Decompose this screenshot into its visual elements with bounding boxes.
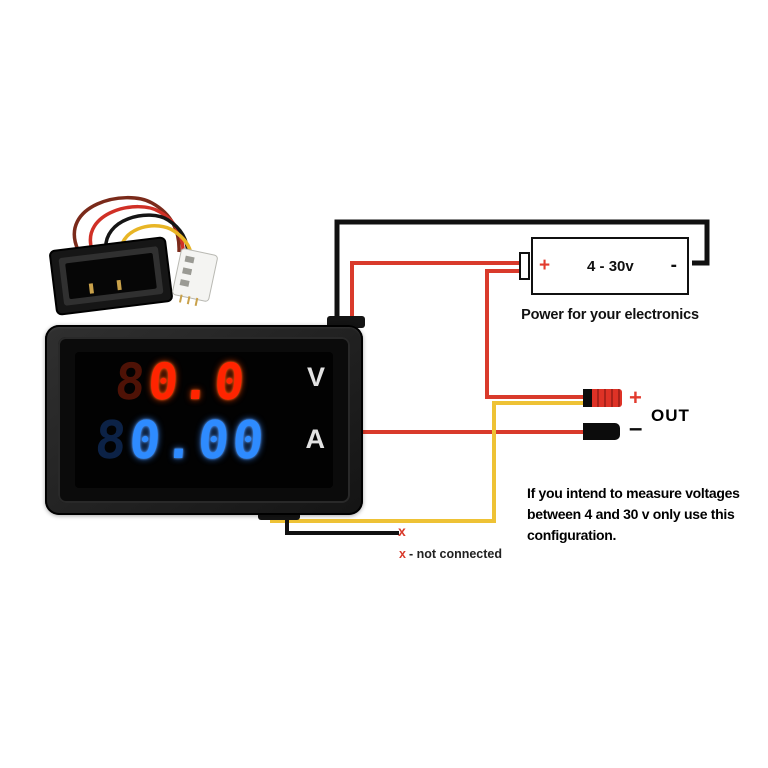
- current-readout: 80.00: [92, 411, 269, 471]
- wire-black-power-negative: [334, 219, 710, 340]
- amp-unit: A: [306, 426, 326, 457]
- out-minus-plug: [583, 423, 620, 440]
- out-minus-sign: –: [629, 415, 643, 442]
- not-connected-text: - not connected: [408, 547, 503, 561]
- note-line: configuration.: [527, 527, 617, 543]
- power-source-caption: Power for your electronics: [521, 307, 699, 323]
- power-source-box: + 4 - 30v -: [531, 237, 689, 295]
- not-connected-label: x- not connected: [399, 547, 502, 561]
- volt-unit-letter: V: [306, 362, 325, 392]
- plug-slot: [184, 255, 195, 264]
- amp-unit-letter: A: [305, 424, 326, 454]
- current-ghost-digit: 8: [92, 411, 132, 471]
- meter-display-window: 80.0 80.00 V A: [75, 352, 333, 488]
- out-label: OUT: [651, 406, 690, 425]
- battery-plus-sign: +: [539, 255, 551, 276]
- volt-unit: V: [307, 364, 325, 395]
- volt-amp-panel-meter: 80.0 80.00 V A: [45, 325, 363, 515]
- wire-red-out-plus: [485, 269, 584, 399]
- out-plus-sign: +: [629, 385, 642, 410]
- note-line: between 4 and 30 v only use this: [527, 506, 735, 522]
- plug-slot: [182, 267, 193, 276]
- battery-voltage-label: 4 - 30v: [587, 257, 634, 275]
- battery-minus-sign: -: [670, 255, 677, 276]
- not-connected-x-marker: x: [398, 523, 406, 539]
- current-value: 0.00: [127, 411, 269, 471]
- voltage-ghost-digit: 8: [113, 353, 151, 411]
- voltage-readout: 80.0: [113, 353, 250, 411]
- not-connected-x: x: [399, 547, 406, 561]
- wire-red-power-positive: [350, 261, 519, 340]
- out-plus-plug-cap: [583, 389, 592, 407]
- out-plus-plug-body: [592, 389, 622, 407]
- note-line: If you intend to measure voltages: [527, 485, 740, 501]
- battery-plus-terminal: [519, 252, 530, 280]
- out-plus-plug: [583, 389, 622, 407]
- configuration-note: If you intend to measure voltages betwee…: [527, 483, 740, 546]
- voltage-value: 0.0: [146, 353, 250, 411]
- plug-slot: [179, 279, 190, 287]
- meter-bezel: 80.0 80.00 V A: [58, 337, 350, 503]
